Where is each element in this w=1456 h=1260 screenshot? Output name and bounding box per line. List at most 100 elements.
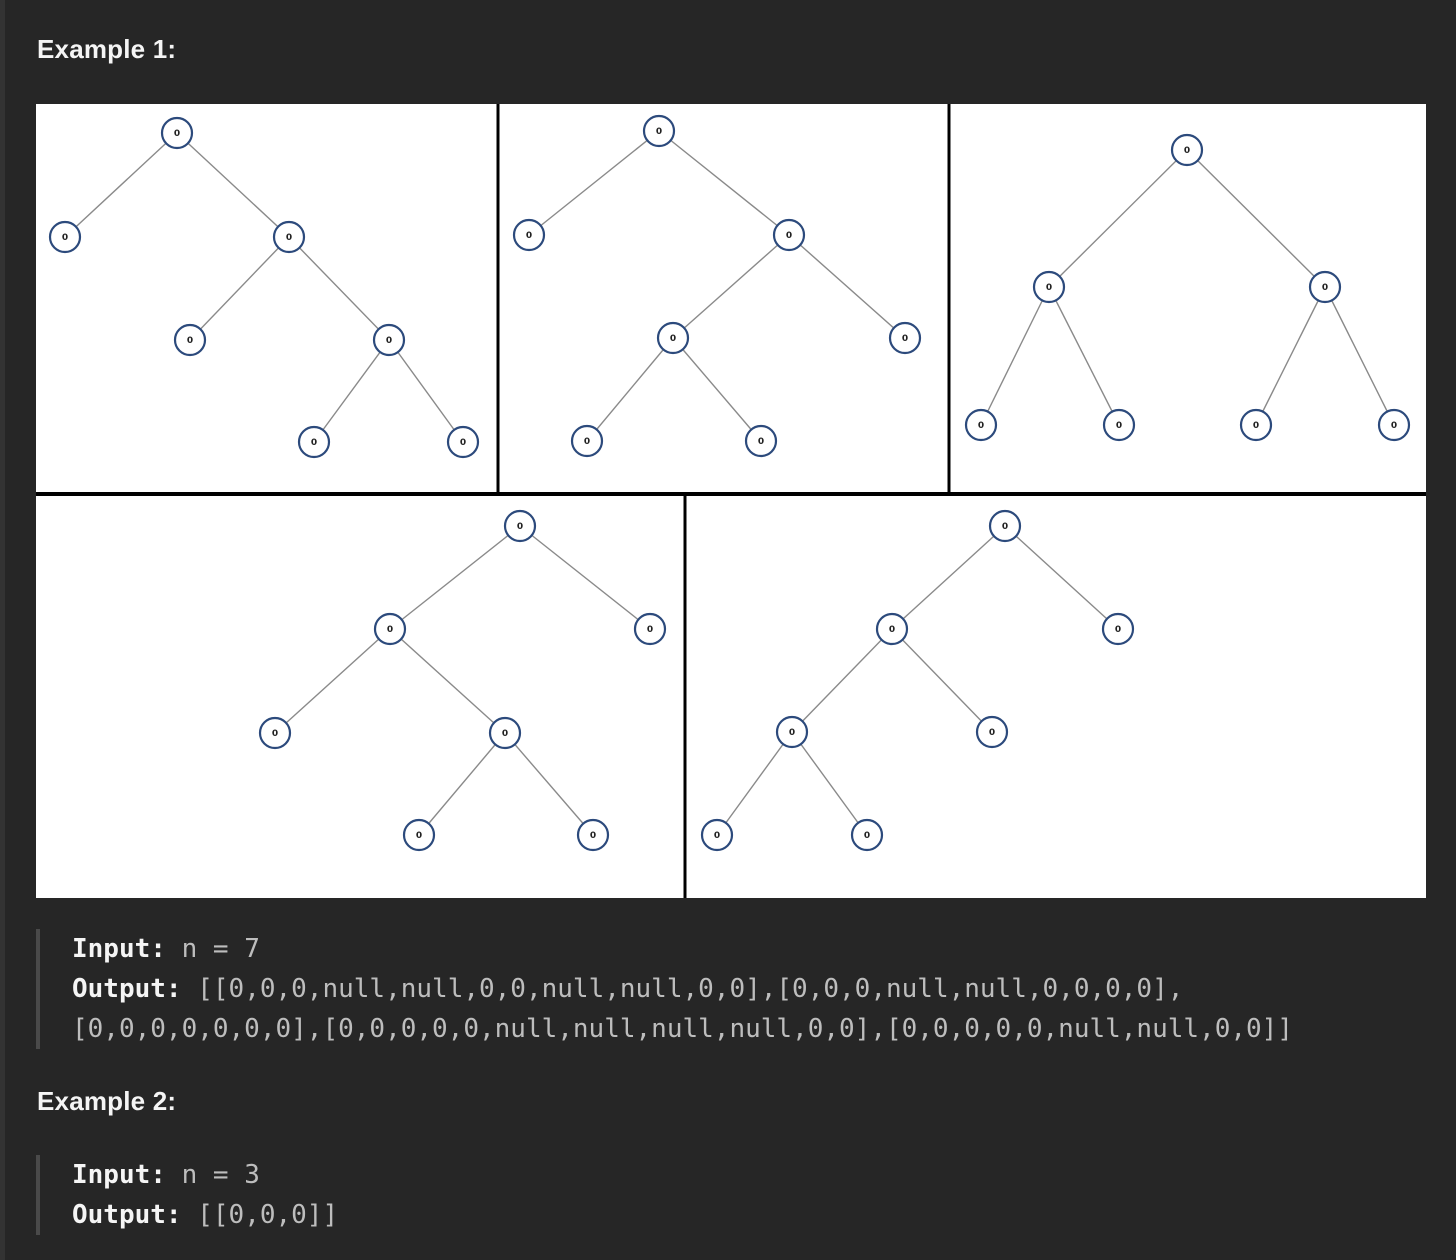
tree-node-label: 0 [1184,146,1190,156]
tree-edge [64,132,178,238]
tree-node: 0 [1239,408,1273,442]
tree-edge [1324,286,1395,426]
tree-edge [1048,286,1120,426]
tree-node-circle [964,408,998,442]
tree-edge [519,525,651,630]
output-label: Output: [72,1200,182,1230]
output-value-line-1: [[0,0,0,null,null,0,0,null,null,0,0],[0,… [197,974,1184,1004]
tree-node-label: 0 [62,233,68,243]
tree-node-label: 0 [460,438,466,448]
tree-node: 0 [964,408,998,442]
tree-node-label: 0 [989,728,995,738]
tree-node: 0 [656,321,690,355]
tree-node-circle [988,509,1022,543]
tree-node-circle [888,321,922,355]
tree-node-circle [775,715,809,749]
tree-node-circle [1239,408,1273,442]
tree-node: 0 [373,612,407,646]
output-value: [[0,0,0]] [197,1200,339,1230]
tree-node-label: 0 [758,437,764,447]
tree-node-circle [503,509,537,543]
tree-edge [716,731,793,836]
tree-edge [891,628,993,733]
tree-node-circle [297,425,331,459]
input-label: Input: [72,1160,166,1190]
tree-node-circle [48,220,82,254]
tree-node-circle [1170,133,1204,167]
tree-node: 0 [272,220,306,254]
tree-edge [1004,525,1119,630]
tree-node-circle [373,612,407,646]
input-label: Input: [72,934,166,964]
tree-node-label: 0 [1253,421,1259,431]
tree-node: 0 [744,424,778,458]
tree-edge [1048,149,1188,288]
tree-node-label: 0 [647,625,653,635]
tree-edge [176,132,290,238]
tree-node-label: 0 [1115,625,1121,635]
tree-node-label: 0 [387,625,393,635]
tree-edge [788,234,906,339]
example-1-code-block: Input: n = 7 Output: [[0,0,0,null,null,0… [36,929,1293,1049]
tree-node-label: 0 [272,729,278,739]
tree-edge [388,339,464,443]
tree-edge [313,339,390,443]
tree-node: 0 [700,818,734,852]
tree-node-label: 0 [786,231,792,241]
example-2-output-line: Output: [[0,0,0]] [72,1195,338,1235]
tree-node: 0 [512,218,546,252]
tree-node-circle [772,218,806,252]
example-2-heading: Example 2: [37,1086,177,1116]
tree-edge [504,732,594,836]
tree-node-circle [975,715,1009,749]
input-value: n = 3 [181,1160,260,1190]
tree-edge [586,337,674,442]
tree-node-label: 0 [517,522,523,532]
tree-edge [1255,286,1326,426]
tree-node-circle [160,116,194,150]
tree-edge [274,628,391,734]
tree-node-circle [272,220,306,254]
tree-node-circle [642,114,676,148]
tree-node: 0 [160,116,194,150]
tree-node-label: 0 [789,728,795,738]
tree-node: 0 [258,716,292,750]
tree-node-label: 0 [714,831,720,841]
tree-node-label: 0 [386,336,392,346]
tree-node-circle [488,716,522,750]
tree-edge [1186,149,1326,288]
tree-node-circle [402,818,436,852]
tree-node-label: 0 [187,336,193,346]
tree-node: 0 [875,612,909,646]
tree-edge [389,525,521,630]
tree-node-label: 0 [416,831,422,841]
tree-node: 0 [503,509,537,543]
tree-edge [288,236,390,341]
tree-node-label: 0 [502,729,508,739]
tree-2: 0 0 0 0 0 0 0 [512,114,922,458]
example-2-input-line: Input: n = 3 [72,1155,338,1195]
tree-node: 0 [775,715,809,749]
tree-node-label: 0 [584,437,590,447]
tree-node-label: 0 [656,127,662,137]
output-label: Output: [72,974,182,1004]
tree-node-label: 0 [1116,421,1122,431]
tree-node-circle [576,818,610,852]
tree-node-label: 0 [889,625,895,635]
tree-node: 0 [446,425,480,459]
example-1-input-line: Input: n = 7 [72,929,1293,969]
tree-node: 0 [1377,408,1411,442]
tree-node-label: 0 [902,334,908,344]
tree-edge [791,731,868,836]
tree-node-label: 0 [670,334,676,344]
tree-node-label: 0 [526,231,532,241]
tree-node-circle [875,612,909,646]
output-value-line-2: [0,0,0,0,0,0,0],[0,0,0,0,0,null,null,nul… [72,1014,1293,1044]
tree-node-label: 0 [286,233,292,243]
tree-node-label: 0 [978,421,984,431]
